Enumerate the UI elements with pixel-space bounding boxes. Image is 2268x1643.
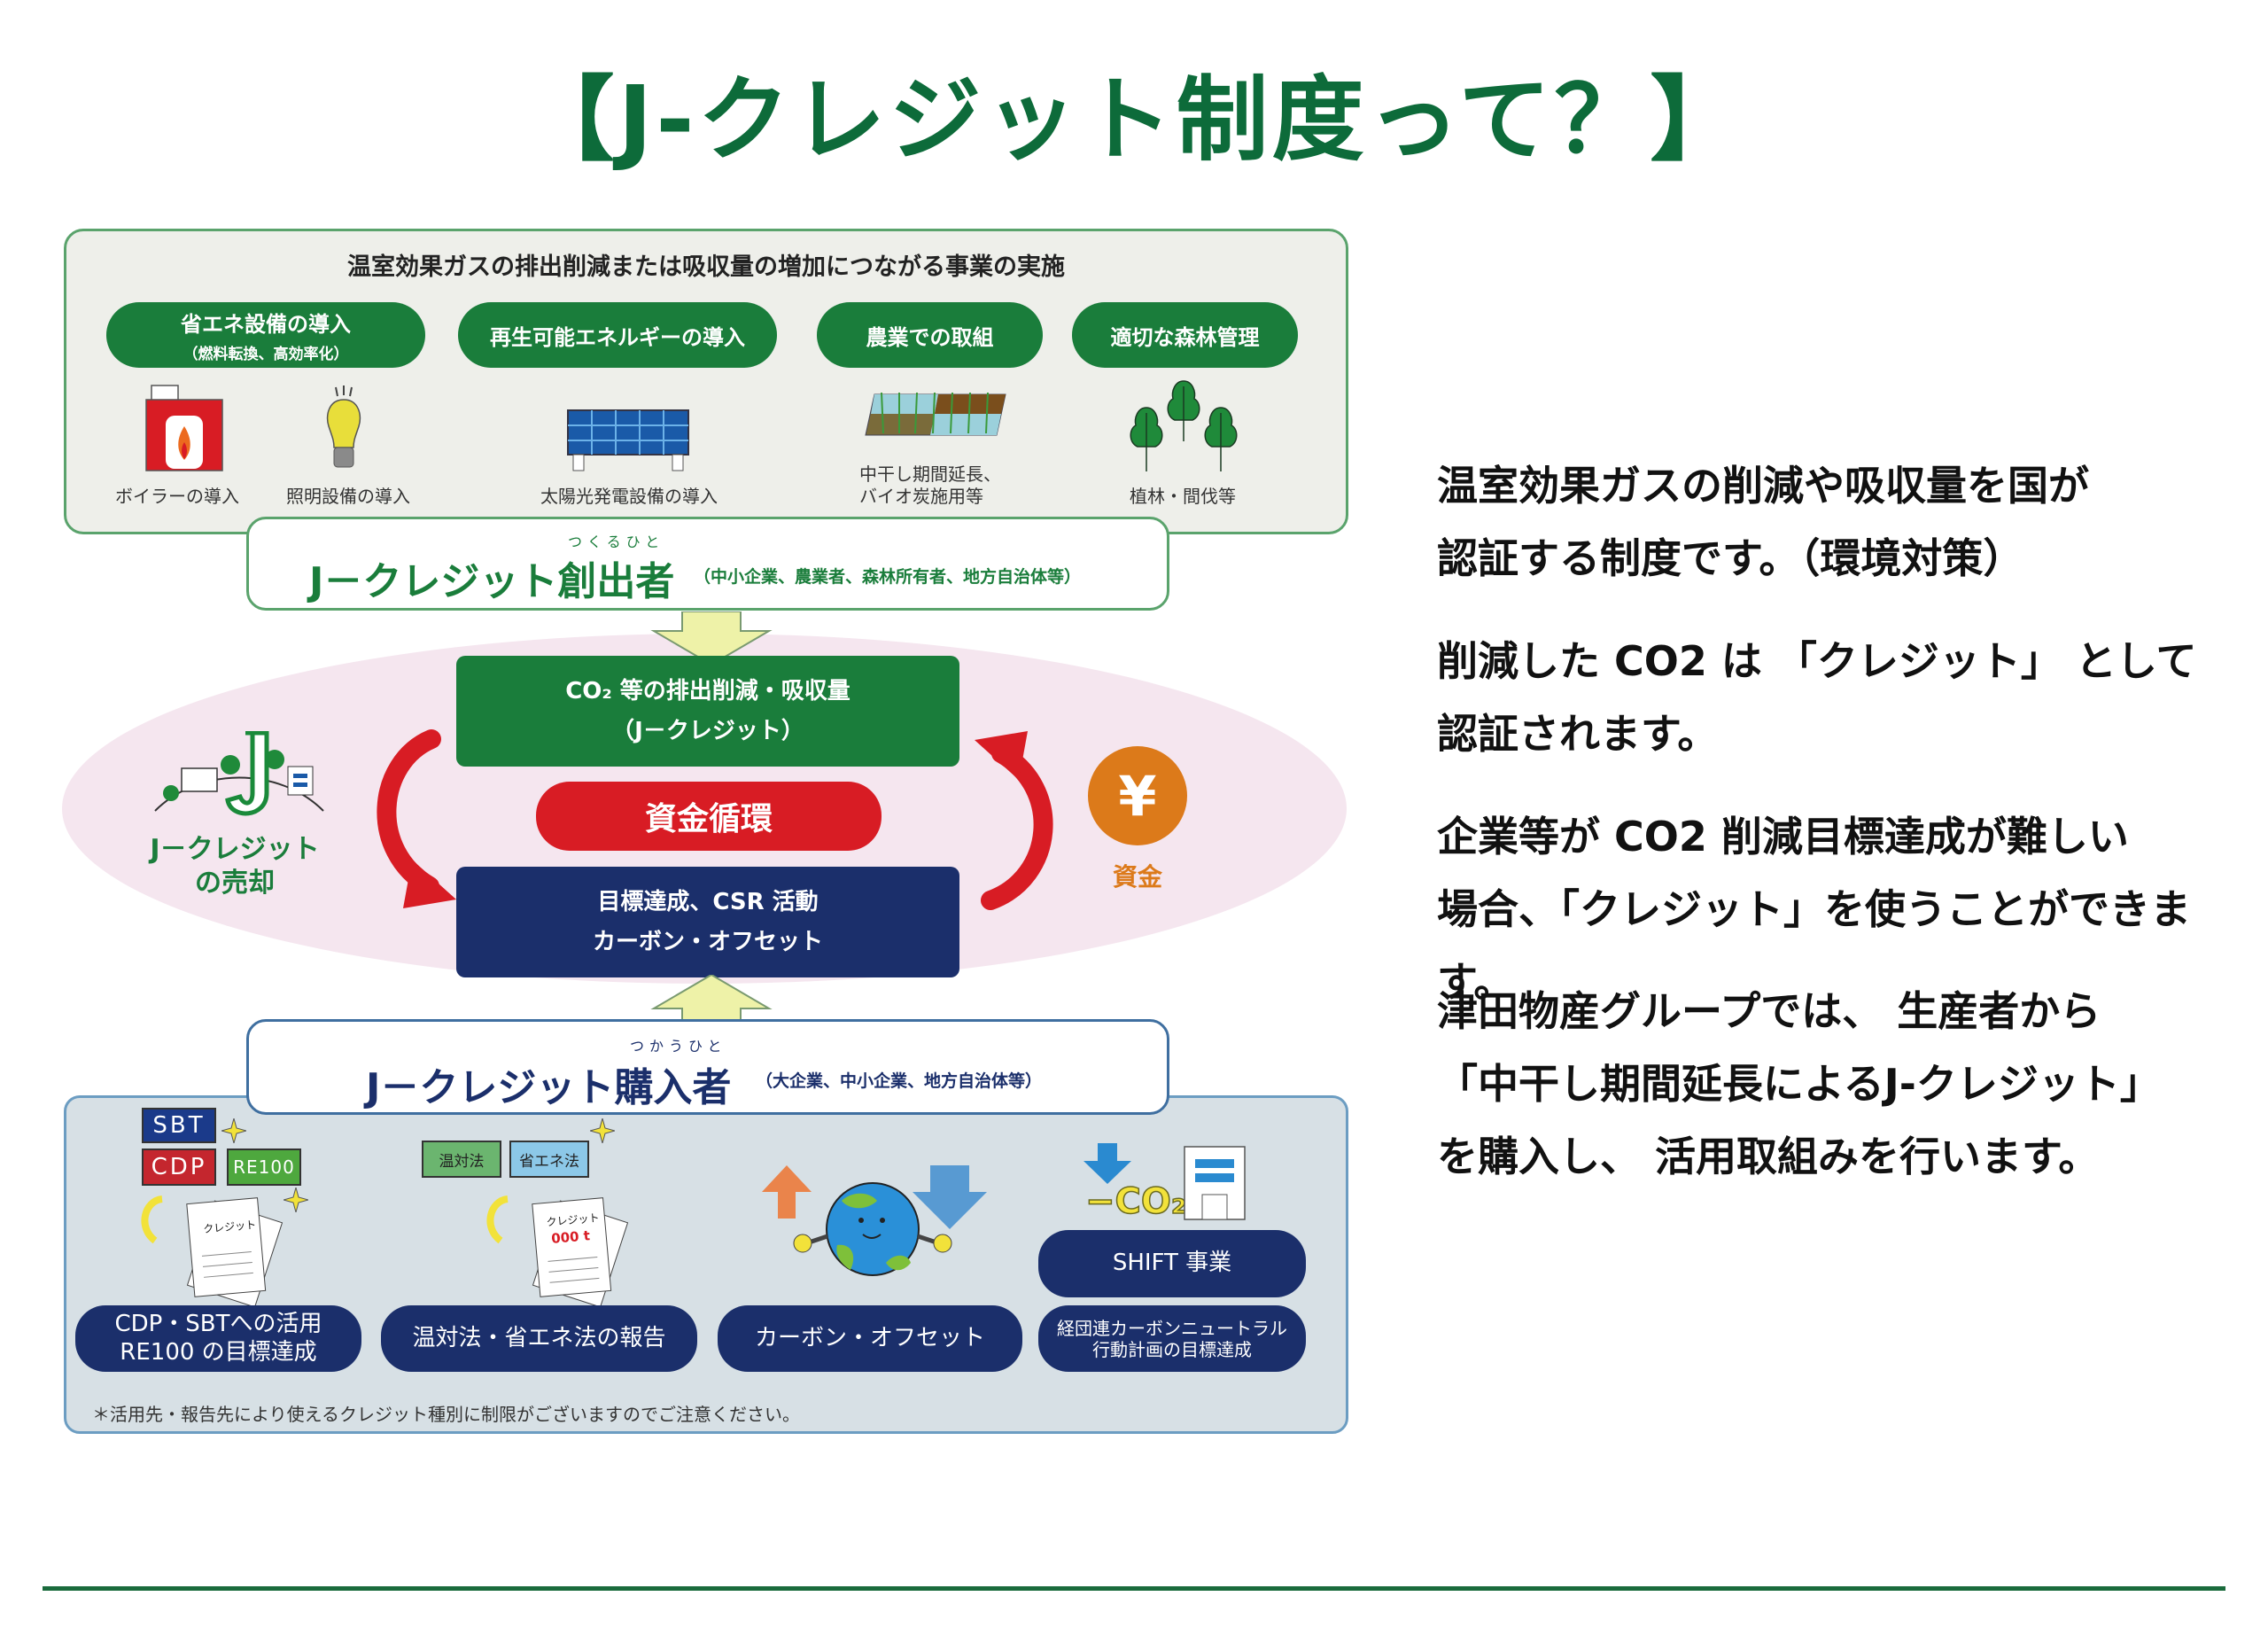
explanation-paragraph: 津田物産グループでは、 生産者から 「中干し期間延長によるJ-クレジット」 を購… (1437, 975, 2161, 1193)
use-keidanren-carbon-neutral: 経団連カーボンニュートラル 行動計画の目標達成 (1038, 1305, 1306, 1372)
fund-circulation-badge: 資金循環 (536, 782, 882, 851)
explanation-line: 削減した CO2 は 「クレジット」 として (1437, 637, 2197, 685)
use-line2: 行動計画の目標達成 (1092, 1338, 1252, 1360)
category-forest-management: 適切な森林管理 (1072, 302, 1298, 368)
creator-label: J－クレジット創出者 (309, 559, 675, 604)
fund-label: 資金 (1112, 862, 1162, 892)
sparkle-icon (221, 1118, 246, 1143)
creator-examples: （中小企業、農業者、森林所有者、地方自治体等） (694, 567, 1082, 587)
sparkle-icon (590, 1118, 615, 1143)
explanation-line: 温室効果ガスの削減や吸収量を国が (1437, 462, 2089, 510)
caption-line: 中干し期間延長、 (859, 463, 1001, 485)
explanation-line: 場合、「クレジット」を使うことができます。 (1437, 885, 2191, 1006)
sbt-tag: SBT (142, 1108, 216, 1143)
credit-document-icon: クレジット (141, 1195, 284, 1307)
emission-reduction-line1: CO₂ 等の排出削減・吸収量 (565, 678, 850, 705)
explanation-paragraph: 企業等が CO2 削減目標達成が難しい 場合、「クレジット」を使うことができます… (1437, 800, 2268, 1018)
j-credit-logo-icon (154, 731, 324, 816)
use-line2: RE100 の目標達成 (120, 1338, 317, 1366)
category-label: 農業での取組 (866, 324, 994, 350)
building-icon (1184, 1146, 1246, 1220)
category-label: 適切な森林管理 (1110, 324, 1260, 350)
use-line1: CDP・SBTへの活用 (114, 1311, 322, 1338)
project-activities-box: 温室効果ガスの排出削減または吸収量の増加につながる事業の実施 省エネ設備の導入 … (64, 229, 1348, 534)
category-label: 再生可能エネルギーの導入 (490, 324, 745, 350)
rice-paddy-icon (865, 392, 1006, 436)
earth-character-icon (762, 1165, 987, 1276)
explanation-line: 認証されます。 (1437, 710, 1719, 758)
sparkle-icon (284, 1187, 308, 1212)
explanation-line: 「中干し期間延長によるJ-クレジット」 (1437, 1060, 2161, 1108)
explanation-line: 企業等が CO2 削減目標達成が難しい (1437, 813, 2129, 860)
arrow-down-icon (650, 611, 773, 665)
credit-creator-box: つくるひと J－クレジット創出者 （中小企業、農業者、森林所有者、地方自治体等） (246, 517, 1169, 611)
credit-sale-line2: の売却 (195, 867, 275, 899)
credit-sale-label: J－クレジット の売却 (124, 833, 346, 899)
use-cdp-sbt-re100: CDP・SBTへの活用 RE100 の目標達成 (75, 1305, 361, 1372)
credit-doc-text: クレジット (546, 1211, 600, 1228)
creator-ruby: つくるひと (568, 533, 665, 550)
cdp-tag: CDP (142, 1149, 216, 1186)
shift-project-badge: SHIFT 事業 (1038, 1230, 1306, 1297)
explanation-paragraph: 温室効果ガスの削減や吸収量を国が 認証する制度です。（環境対策） (1437, 449, 2089, 595)
emission-reduction-box: CO₂ 等の排出削減・吸収量 （J－クレジット） (456, 656, 959, 767)
example-caption: 太陽光発電設備の導入 (540, 486, 718, 507)
credit-doc-text: クレジット (203, 1219, 257, 1235)
example-caption: ボイラーの導入 (115, 486, 239, 507)
buyer-ruby: つかうひと (630, 1038, 727, 1055)
explanation-line: 認証する制度です。（環境対策） (1437, 534, 2024, 582)
trees-icon (1130, 380, 1238, 471)
curved-arrow-left-icon (377, 729, 456, 908)
category-label: 省エネ設備の導入 (181, 312, 351, 337)
explanation-line: 津田物産グループでは、 生産者から (1437, 987, 2101, 1035)
explanation-line: を購入し、 活用取組みを行います。 (1437, 1133, 2100, 1180)
shouenehou-tag: 省エネ法 (509, 1141, 589, 1178)
credit-sale-line1: J－クレジット (150, 834, 320, 865)
page-title: 【J-クレジット制度って？】 (522, 66, 1746, 174)
category-energy-saving: 省エネ設備の導入 （燃料転換、高効率化） (106, 302, 425, 368)
use-line1: 経団連カーボンニュートラル (1057, 1317, 1287, 1339)
solar-panel-icon (567, 409, 689, 471)
goal-achievement-line1: 目標達成、CSR 活動 (597, 889, 819, 916)
use-ontaihou-report: 温対法・省エネ法の報告 (381, 1305, 697, 1372)
activities-heading: 温室効果ガスの排出削減または吸収量の増加につながる事業の実施 (347, 253, 1065, 281)
light-bulb-icon (326, 385, 361, 468)
arrow-down-icon (1084, 1143, 1131, 1184)
boiler-icon (145, 385, 223, 471)
yen-coin-icon: ¥ (1088, 746, 1187, 845)
category-sublabel: （燃料転換、高効率化） (183, 346, 349, 363)
credit-document-icon: クレジット 000 t (486, 1195, 629, 1307)
credit-buyer-box: つかうひと J－クレジット購入者 （大企業、中小企業、地方自治体等） (246, 1019, 1169, 1115)
category-renewable-energy: 再生可能エネルギーの導入 (458, 302, 777, 368)
caption-line: バイオ炭施用等 (859, 486, 983, 507)
explanation-paragraph: 削減した CO2 は 「クレジット」 として 認証されます。 (1437, 625, 2197, 770)
usage-restriction-note: ＊活用先・報告先により使えるクレジット種別に制限がございますのでご注意ください。 (92, 1404, 800, 1425)
use-line1: 温対法・省エネ法の報告 (412, 1324, 666, 1351)
ontaihou-tag: 温対法 (422, 1141, 501, 1178)
curved-arrow-right-icon (975, 731, 1053, 910)
example-caption: 植林・間伐等 (1130, 486, 1236, 507)
example-caption: 照明設備の導入 (286, 486, 410, 507)
buyer-examples: （大企業、中小企業、地方自治体等） (756, 1071, 1043, 1091)
example-caption: 中干し期間延長、 バイオ炭施用等 (859, 463, 1037, 508)
use-carbon-offset: カーボン・オフセット (718, 1305, 1022, 1372)
buyer-label: J－クレジット購入者 (366, 1065, 732, 1110)
category-agriculture: 農業での取組 (817, 302, 1043, 368)
goal-achievement-box: 目標達成、CSR 活動 カーボン・オフセット (456, 867, 959, 977)
minus-co2-label: −CO₂ (1084, 1180, 1187, 1223)
credit-amount-text: 000 t (551, 1227, 591, 1247)
emission-reduction-line2: （J－クレジット） (611, 717, 804, 744)
re100-tag: RE100 (227, 1149, 301, 1186)
footer-divider (43, 1586, 2225, 1591)
goal-achievement-line2: カーボン・オフセット (592, 928, 823, 955)
use-line1: カーボン・オフセット (754, 1324, 985, 1351)
